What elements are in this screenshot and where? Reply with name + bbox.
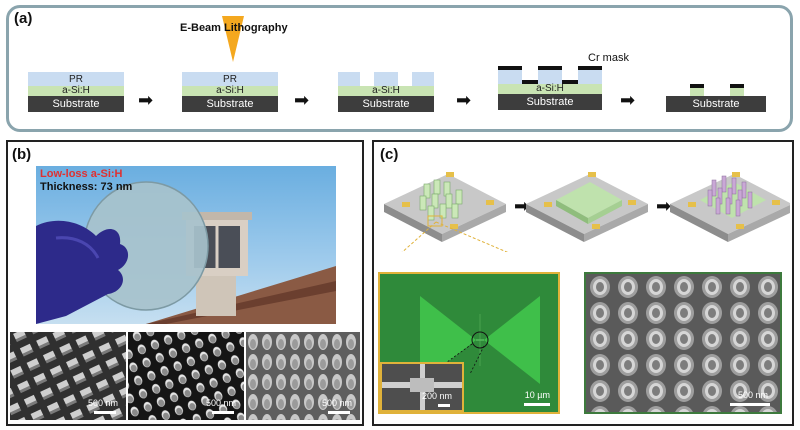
wafer-thickness: Thickness: 73 nm <box>40 181 133 193</box>
pr-layer: PR <box>28 72 124 86</box>
optical-image: 200 nm 10 µm <box>378 272 560 414</box>
scalebar-label: 500 nm <box>87 398 118 408</box>
substrate-layer: Substrate <box>338 96 434 112</box>
step-1: PR a-Si:H Substrate <box>28 72 124 112</box>
cr-mask-label: Cr mask <box>588 52 629 64</box>
substrate-layer: Substrate <box>28 96 124 112</box>
wafer-photo: Low-loss a-Si:H Thickness: 73 nm <box>36 166 336 324</box>
sem-image-1: 500 nm <box>10 332 126 420</box>
scalebar <box>212 411 234 414</box>
si-layer: a-Si:H <box>338 86 434 96</box>
pr-layer: PR <box>182 72 278 86</box>
wafer-title: Low-loss a-Si:H <box>40 168 123 180</box>
step-5: Substrate <box>666 84 766 114</box>
scalebar <box>328 411 350 414</box>
device-render-1 <box>384 172 506 242</box>
scalebar <box>730 403 770 406</box>
device-render-2 <box>526 172 648 242</box>
scalebar-label: 500 nm <box>321 398 352 408</box>
scalebar-label: 500 nm <box>737 390 768 400</box>
panel-b <box>6 140 364 426</box>
ebeam-label: E-Beam Lithography <box>180 22 288 34</box>
scalebar-label: 10 µm <box>524 390 550 400</box>
si-layer: a-Si:H <box>182 86 278 96</box>
si-layer: a-Si:H <box>28 86 124 96</box>
arrow-icon: ➡ <box>514 196 529 216</box>
step-3: a-Si:H Substrate <box>338 72 434 112</box>
sem-array-image: 500 nm <box>584 272 782 414</box>
scalebar <box>94 411 116 414</box>
step-2: PR a-Si:H Substrate <box>182 72 278 112</box>
wafer-photo-art <box>36 181 336 324</box>
panel-a-label: (a) <box>14 10 33 27</box>
pr-patterned-layer <box>338 72 434 86</box>
panel-c <box>372 140 794 426</box>
scalebar <box>438 404 450 407</box>
arrow-icon: ➡ <box>656 196 671 216</box>
sem-image-2: 500 nm <box>128 332 244 420</box>
scalebar-label: 500 nm <box>205 398 236 408</box>
panel-a <box>6 5 793 132</box>
panel-c-label: (c) <box>380 146 399 163</box>
arrow-icon: ➡ <box>620 90 636 110</box>
arrow-icon: ➡ <box>138 90 154 110</box>
substrate-layer: Substrate <box>498 94 602 110</box>
si-layer: a-Si:H <box>498 84 602 94</box>
scalebar-label: 200 nm <box>421 391 452 401</box>
step-4: a-Si:H Substrate <box>498 66 602 112</box>
panel-b-label: (b) <box>12 146 32 163</box>
scalebar <box>524 403 550 406</box>
arrow-icon: ➡ <box>294 90 310 110</box>
device-renders: ➡ ➡ <box>384 172 790 252</box>
sem-image-3: 500 nm <box>246 332 360 420</box>
substrate-layer: Substrate <box>182 96 278 112</box>
ebeam-icon <box>222 16 244 62</box>
arrow-icon: ➡ <box>456 90 472 110</box>
inset-sem: 200 nm <box>380 362 464 412</box>
substrate-layer: Substrate <box>666 96 766 112</box>
device-render-3 <box>670 172 790 242</box>
ebeam-cone <box>222 16 244 62</box>
